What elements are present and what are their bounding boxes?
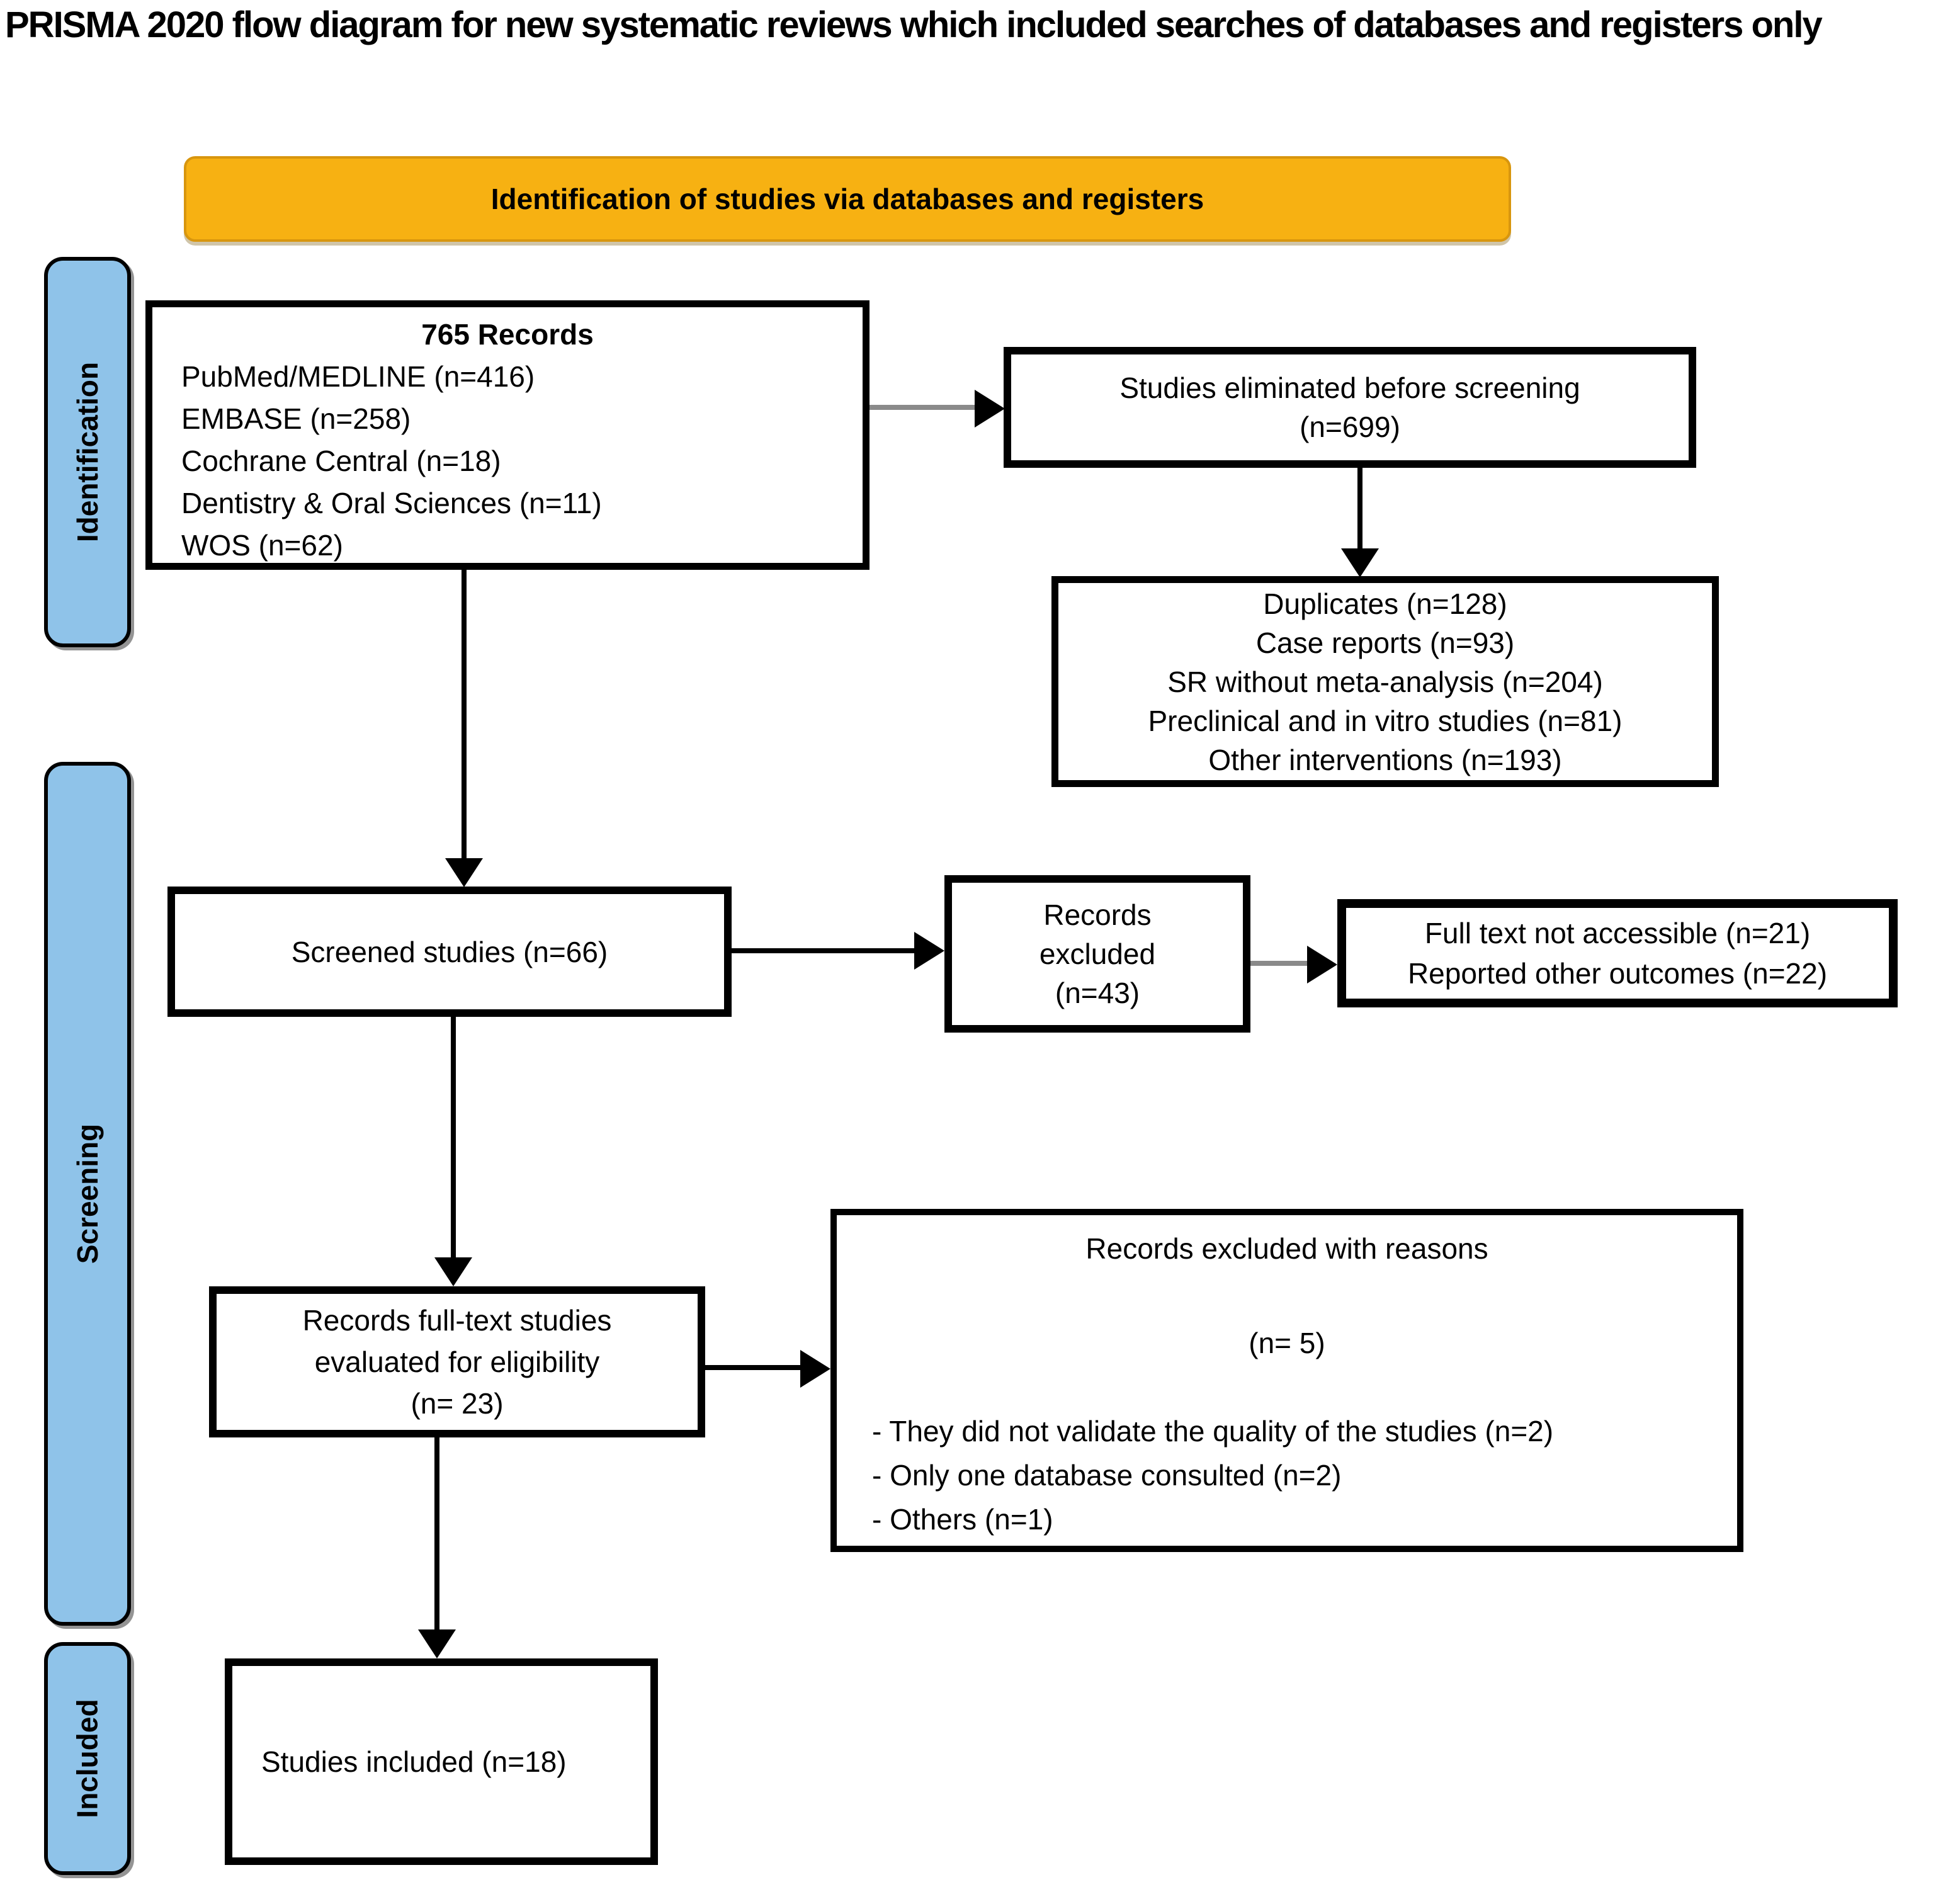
eligibility-box: Records full-text studies evaluated for … — [209, 1286, 705, 1437]
reasons-bullet: - Others (n=1) — [872, 1503, 1053, 1536]
eliminated-box: Studies eliminated before screening (n=6… — [1004, 347, 1696, 468]
arrow-records-to-eliminated-line — [870, 405, 978, 410]
duplicates-line: Case reports (n=93) — [1255, 626, 1515, 659]
eliminated-line: Studies eliminated before screening — [1119, 371, 1580, 404]
reasons-box: Records excluded with reasons (n= 5) - T… — [830, 1209, 1743, 1552]
arrow-eligibility-to-included-line — [434, 1437, 439, 1633]
arrow-eliminated-to-duplicates-line — [1357, 468, 1362, 551]
reasons-box-count: (n= 5) — [1249, 1327, 1325, 1359]
identification-banner-label: Identification of studies via databases … — [490, 183, 1204, 215]
identification-banner: Identification of studies via databases … — [184, 156, 1511, 242]
eligibility-line: evaluated for eligibility — [314, 1346, 600, 1378]
records-line: WOS (n=62) — [181, 529, 343, 562]
arrow-screened-to-eligibility-head — [434, 1257, 472, 1286]
duplicates-line: Duplicates (n=128) — [1263, 587, 1507, 620]
included-label: Studies included (n=18) — [261, 1745, 567, 1778]
stage-label-identification: Identification — [71, 361, 105, 543]
arrow-screened-to-excluded-line — [732, 948, 918, 953]
records-line: Dentistry & Oral Sciences (n=11) — [181, 487, 602, 519]
fulltext-line: Reported other outcomes (n=22) — [1407, 957, 1828, 990]
eligibility-line: Records full-text studies — [302, 1304, 612, 1337]
records-box: 765 Records PubMed/MEDLINE (n=416) EMBAS… — [145, 300, 870, 570]
arrow-eligibility-to-reasons-head — [800, 1350, 830, 1388]
arrow-eligibility-to-included-head — [418, 1629, 456, 1658]
included-box: Studies included (n=18) — [225, 1658, 658, 1865]
arrow-eliminated-to-duplicates-head — [1341, 548, 1379, 577]
excluded-box: Records excluded (n=43) — [944, 875, 1250, 1033]
arrow-excluded-to-fulltext-line — [1250, 961, 1311, 966]
arrow-eligibility-to-reasons-line — [705, 1365, 803, 1370]
fulltext-line: Full text not accessible (n=21) — [1424, 917, 1811, 949]
records-line: EMBASE (n=258) — [181, 402, 411, 435]
eliminated-line: (n=699) — [1300, 411, 1400, 443]
page-title: PRISMA 2020 flow diagram for new systema… — [5, 4, 1823, 45]
stage-bar-identification: Identification — [44, 257, 131, 647]
duplicates-box: Duplicates (n=128) Case reports (n=93) S… — [1051, 576, 1719, 787]
screened-label: Screened studies (n=66) — [291, 935, 608, 968]
records-line: PubMed/MEDLINE (n=416) — [181, 360, 535, 393]
arrow-screened-to-eligibility-line — [451, 1017, 456, 1261]
arrow-excluded-to-fulltext-head — [1307, 946, 1337, 983]
arrow-records-to-eliminated-head — [975, 390, 1005, 428]
arrow-screened-to-excluded-head — [914, 932, 944, 970]
arrow-records-to-screened-line — [462, 570, 467, 861]
screened-box: Screened studies (n=66) — [167, 887, 732, 1017]
reasons-bullet: - Only one database consulted (n=2) — [872, 1459, 1342, 1492]
records-line: Cochrane Central (n=18) — [181, 445, 501, 477]
duplicates-line: SR without meta-analysis (n=204) — [1167, 665, 1603, 698]
duplicates-line: Preclinical and in vitro studies (n=81) — [1148, 704, 1623, 737]
excluded-line: excluded — [1039, 938, 1156, 970]
stage-bar-screening: Screening — [44, 762, 131, 1626]
excluded-line: Records — [1043, 898, 1152, 931]
arrow-records-to-screened-head — [445, 858, 483, 887]
reasons-bullet: - They did not validate the quality of t… — [872, 1415, 1554, 1448]
duplicates-line: Other interventions (n=193) — [1208, 743, 1562, 776]
stage-label-included: Included — [71, 1699, 104, 1818]
records-box-title: 765 Records — [421, 318, 594, 351]
fulltext-box: Full text not accessible (n=21) Reported… — [1337, 899, 1898, 1007]
stage-bar-included: Included — [44, 1642, 131, 1875]
reasons-box-title: Records excluded with reasons — [1085, 1232, 1488, 1265]
excluded-line: (n=43) — [1055, 977, 1140, 1009]
stage-label-screening: Screening — [71, 1123, 105, 1264]
eligibility-line: (n= 23) — [411, 1387, 504, 1420]
